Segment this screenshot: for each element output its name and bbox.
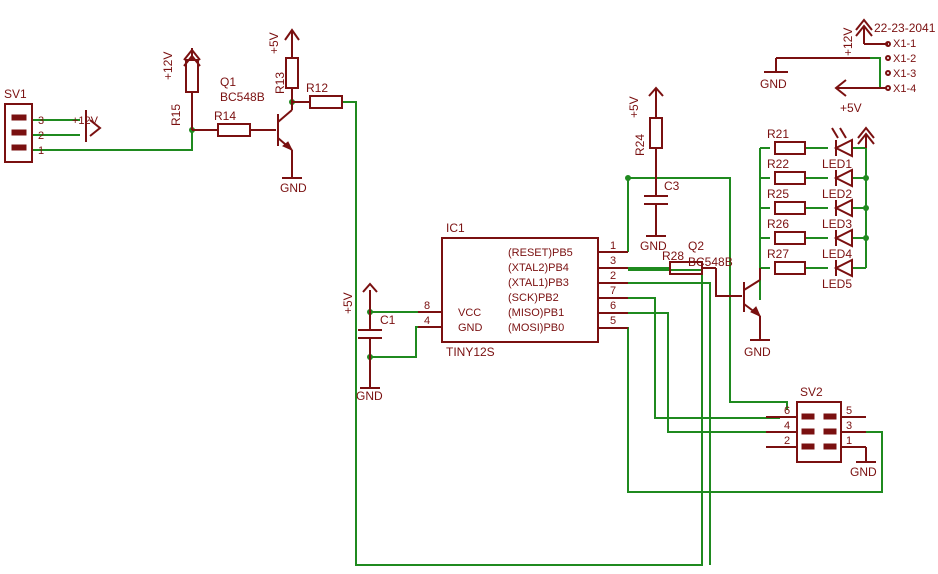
sv1-power-label: +12V [72,115,99,127]
r25-name: R25 [767,187,789,201]
x1-pin-3: X1-3 [893,68,916,80]
ic-pin-7: 7 [610,285,616,297]
ic-pin-gnd: GND [458,322,483,334]
r21-name: R21 [767,127,789,141]
led4-name: LED4 [822,247,852,261]
connector-sv1[interactable]: SV1 3 2 1 +12V [4,87,102,163]
capacitor-c3[interactable]: C3 GND [640,178,680,253]
sv2-gnd: GND [850,465,877,479]
ic-value: TINY12S [446,345,495,359]
ic-pin-pb0: (MOSI)PB0 [508,322,564,334]
q1-name: Q1 [220,75,236,89]
sv2-name: SV2 [800,385,823,399]
sv2-pin-5: 5 [846,405,852,417]
sv1-pin-3: 3 [38,115,44,127]
q2-value: BC548B [688,255,733,269]
r26-name: R26 [767,217,789,231]
x1-gnd: GND [760,77,787,91]
r14-name: R14 [214,109,236,123]
ic-pin-pb5: (RESET)PB5 [508,247,573,259]
r15-name: R15 [169,104,183,126]
connector-x1[interactable]: 22-23-2041 +12V X1-1 X1-2 X1-3 X1-4 GND … [760,18,936,115]
transistor-q2[interactable]: Q2 BC548B GND [688,239,771,359]
sv2-pin-1: 1 [846,435,852,447]
ic-name: IC1 [446,221,465,235]
q1-value: BC548B [220,90,265,104]
r13-name: R13 [273,72,287,94]
led-ladder[interactable]: R21 R22 R25 R26 R27 LED1 LED2 LED3 LED4 … [767,126,875,291]
led5-name: LED5 [822,277,852,291]
sv1-name: SV1 [4,87,27,101]
r24-supply: +5V [627,96,641,118]
ic-pin-5: 5 [610,315,616,327]
transistor-q1[interactable]: Q1 BC548B GND [220,75,307,195]
ic-pin-4: 4 [424,315,430,327]
ic-pin-1: 1 [610,240,616,252]
r24-name: R24 [633,134,647,156]
r28-name: R28 [662,249,684,263]
x1-supply-5: +5V [840,101,862,115]
ic-pin-pb1: (MISO)PB1 [508,307,564,319]
sv2-pin-2: 2 [784,435,790,447]
x1-pin-4: X1-4 [893,83,916,95]
sv2-pin-3: 3 [846,420,852,432]
capacitor-c1[interactable]: C1 +5V GND [341,282,396,403]
q2-name: Q2 [688,239,704,253]
ic-tiny12s[interactable]: IC1 TINY12S 8 VCC 4 GND (RESET)PB5 (XTAL… [418,221,628,359]
x1-supply-12: +12V [841,28,855,56]
r15-supply: +12V [161,52,175,80]
ic-pin-8: 8 [424,300,430,312]
r22-name: R22 [767,157,789,171]
resistor-r15[interactable]: R15 +12V [161,48,201,130]
x1-pin-1: X1-1 [893,38,916,50]
resistor-r14[interactable]: R14 [192,109,276,137]
ic-pin-6: 6 [610,300,616,312]
sv1-pin-2: 2 [38,130,44,142]
x1-pin-2: X1-2 [893,53,916,65]
ic-pin-pb4: (XTAL2)PB4 [508,262,569,274]
resistor-r13[interactable]: R13 +5V [267,28,300,102]
sv2-pin-6: 6 [784,405,790,417]
c1-gnd: GND [356,389,383,403]
connector-sv2[interactable]: SV2 6 4 2 5 3 1 GND [766,385,877,479]
c1-supply: +5V [341,292,355,314]
q1-gnd: GND [280,181,307,195]
led3-name: LED3 [822,217,852,231]
ic-pin-vcc: VCC [458,307,481,319]
r27-name: R27 [767,247,789,261]
ic-pin-2: 2 [610,270,616,282]
resistor-r28[interactable]: R28 [662,249,742,297]
ic-pin-3: 3 [610,255,616,267]
led1-name: LED1 [822,157,852,171]
c3-name: C3 [664,179,680,193]
r12-name: R12 [306,81,328,95]
c3-gnd: GND [640,239,667,253]
resistor-r12[interactable]: R12 [292,81,343,109]
sv1-pin-1: 1 [38,145,44,157]
sv2-pin-4: 4 [784,420,790,432]
c1-name: C1 [380,313,396,327]
r13-supply: +5V [267,32,281,54]
q2-gnd: GND [744,345,771,359]
ic-pin-pb3: (XTAL1)PB3 [508,277,569,289]
resistor-r24[interactable]: R24 +5V [627,86,664,178]
x1-name: 22-23-2041 [874,21,936,35]
ic-pin-pb2: (SCK)PB2 [508,292,559,304]
led2-name: LED2 [822,187,852,201]
